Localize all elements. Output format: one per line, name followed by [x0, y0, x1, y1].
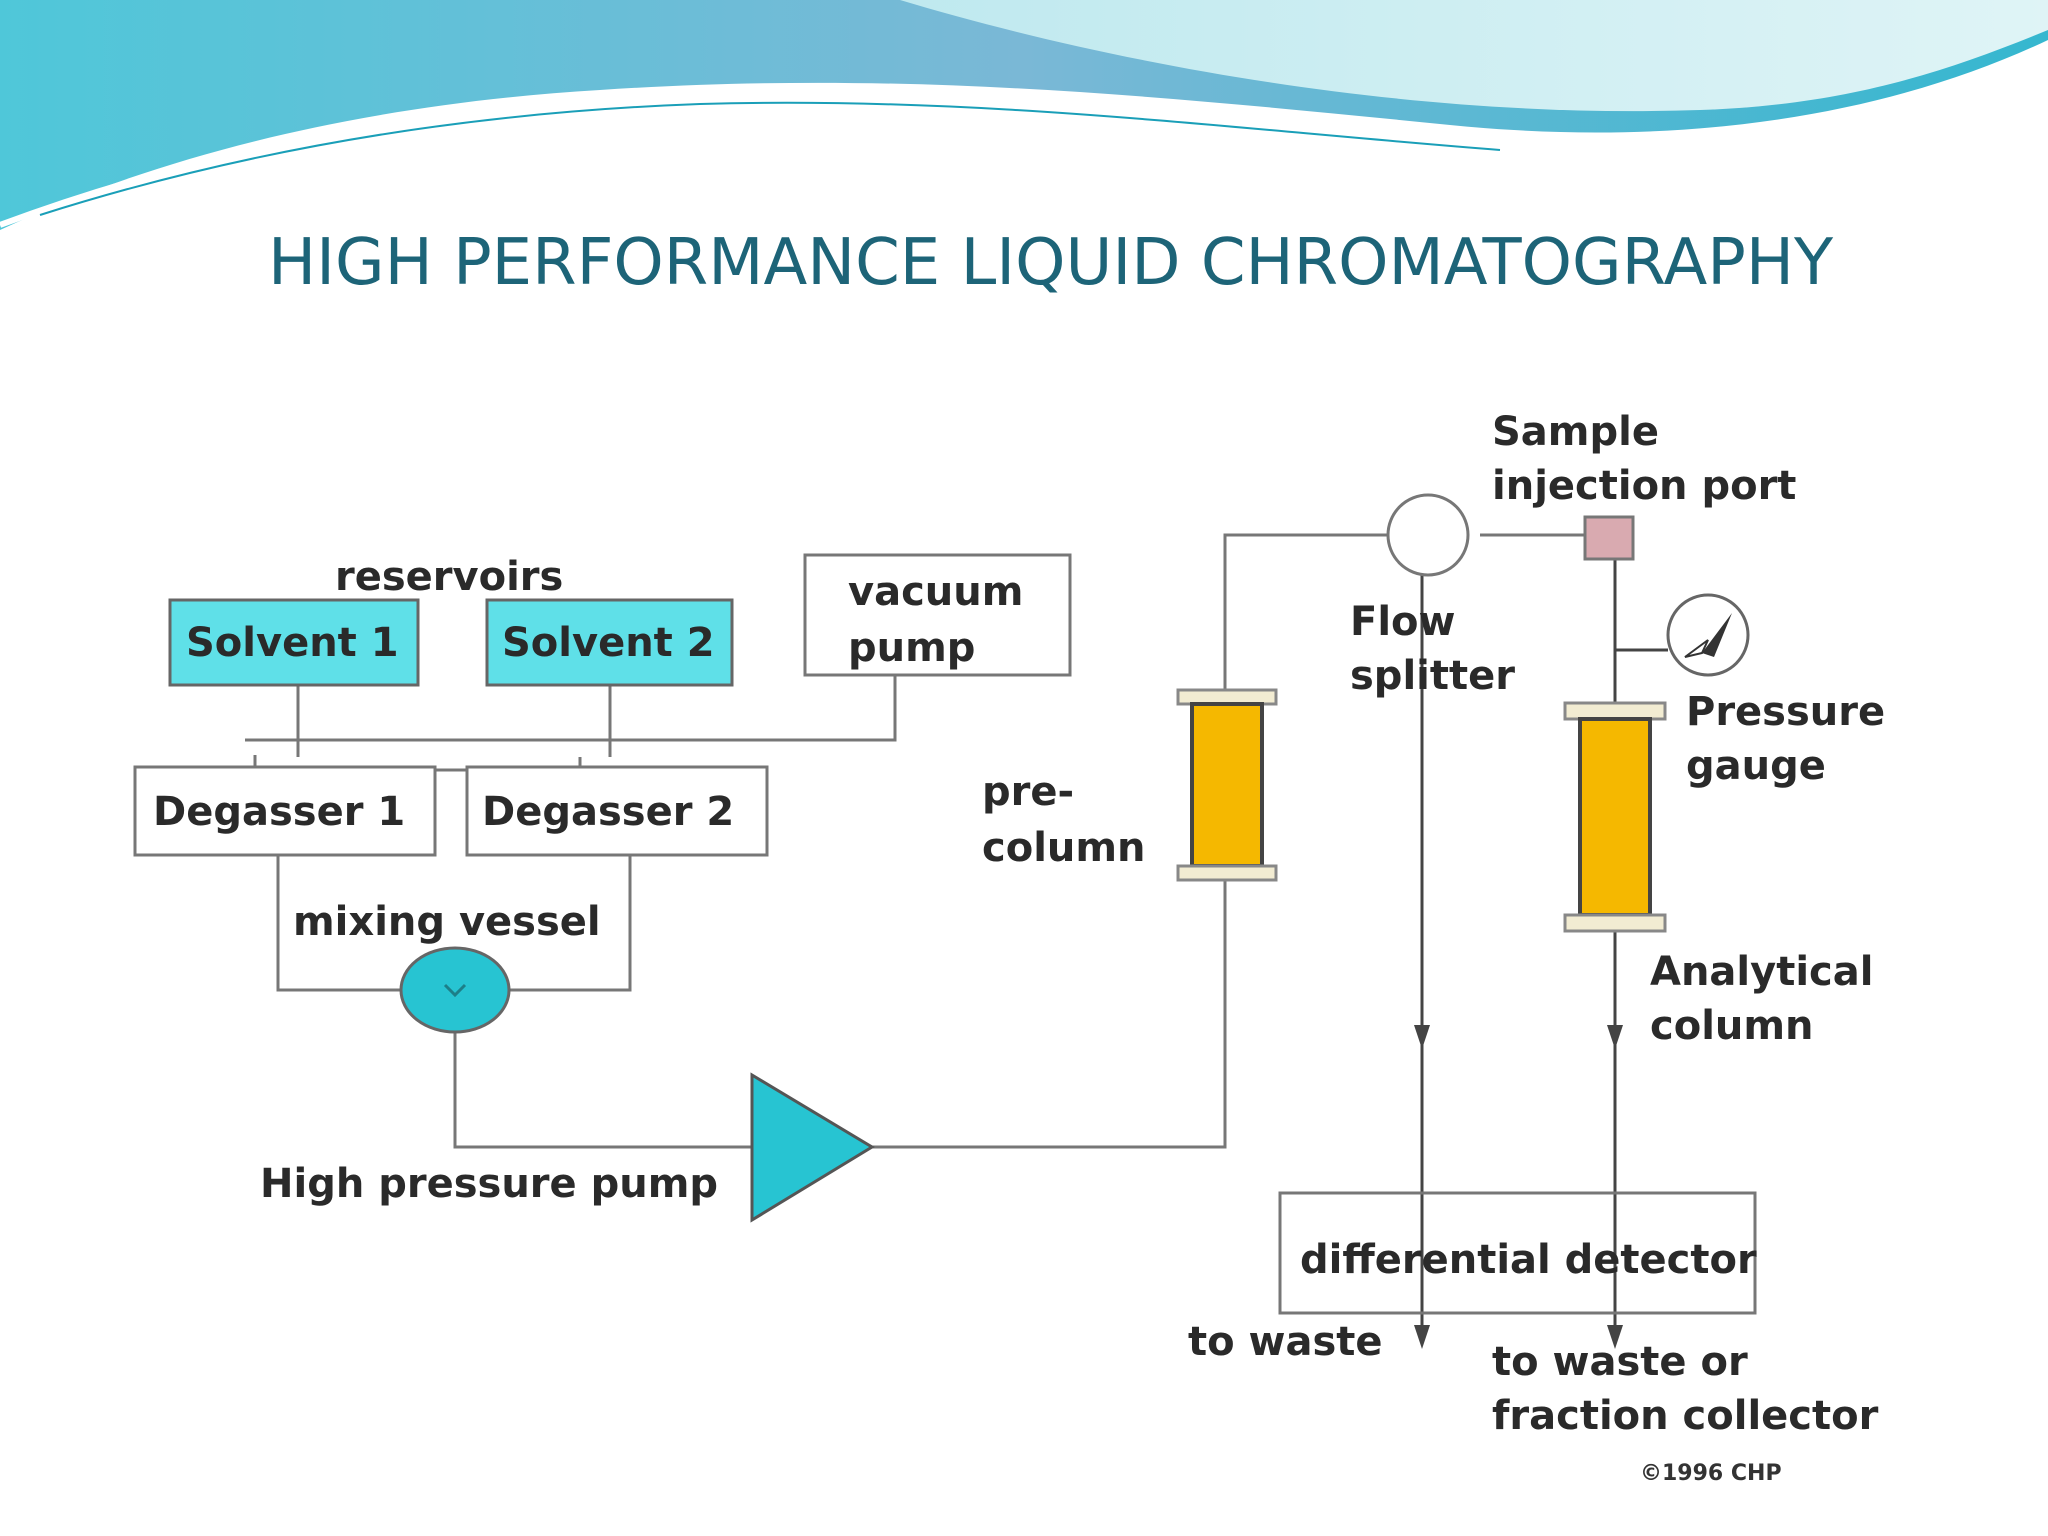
to-waste-or-fraction-collector-line2: fraction collector [1492, 1393, 1879, 1439]
pressure-gauge-icon [1666, 593, 1750, 677]
pressure-gauge-label-line2: gauge [1686, 743, 1826, 789]
flow-lines [1414, 547, 1668, 1349]
vacuum-pump-box: vacuum pump [803, 553, 1072, 677]
copyright-label: ©1996 CHP [1640, 1461, 1782, 1486]
differential-detector-box: differential detector [1278, 1191, 1757, 1315]
svg-text:differential detector: differential detector [1300, 1237, 1757, 1283]
high-pressure-pump-label: High pressure pump [260, 1161, 718, 1207]
slide-title: HIGH PERFORMANCE LIQUID CHROMATOGRAPHY [268, 226, 1834, 300]
analytical-column-label-line2: column [1650, 1003, 1814, 1049]
waste-arrow-left [1414, 1325, 1430, 1349]
flow-arrow-left [1414, 1025, 1430, 1049]
pre-column [1176, 688, 1278, 882]
analytical-column [1563, 701, 1667, 933]
flow-splitter-label-line2: splitter [1350, 653, 1515, 699]
svg-text:Degasser 1: Degasser 1 [153, 789, 405, 835]
flow-splitter [1386, 493, 1470, 577]
flow-arrow-right [1607, 1025, 1623, 1049]
hplc-diagram: reservoirs Solvent 1 Solvent 2 vacuum pu… [120, 395, 1920, 1515]
to-waste-label: to waste [1188, 1319, 1383, 1365]
svg-text:Degasser 2: Degasser 2 [482, 789, 734, 835]
header-wave-decoration [0, 0, 2048, 230]
high-pressure-pump [750, 1072, 875, 1223]
pressure-gauge-label-line1: Pressure [1686, 689, 1885, 735]
sample-injection-port-label-line2: injection port [1492, 463, 1796, 509]
sample-injection-port-label-line1: Sample [1492, 409, 1659, 455]
mixing-vessel [399, 946, 511, 1034]
waste-arrow-right [1607, 1325, 1623, 1349]
pre-column-label-line2: column [982, 825, 1146, 871]
degasser-1-box: Degasser 1 [133, 765, 437, 857]
flow-splitter-label-line1: Flow [1350, 599, 1455, 645]
pre-column-label-line1: pre- [982, 769, 1074, 815]
degasser-2-box: Degasser 2 [465, 765, 769, 857]
svg-text:pump: pump [848, 625, 975, 671]
svg-text:Solvent 1: Solvent 1 [186, 620, 399, 666]
svg-text:vacuum: vacuum [848, 569, 1023, 615]
to-waste-or-fraction-collector-line1: to waste or [1492, 1339, 1748, 1385]
solvent-1-reservoir: Solvent 1 [168, 598, 420, 687]
svg-text:Solvent 2: Solvent 2 [502, 620, 715, 666]
analytical-column-label-line1: Analytical [1650, 949, 1873, 995]
solvent-2-reservoir: Solvent 2 [485, 598, 734, 687]
reservoirs-label: reservoirs [335, 554, 563, 600]
sample-injection-port [1583, 515, 1635, 561]
mixing-vessel-label: mixing vessel [293, 899, 601, 945]
